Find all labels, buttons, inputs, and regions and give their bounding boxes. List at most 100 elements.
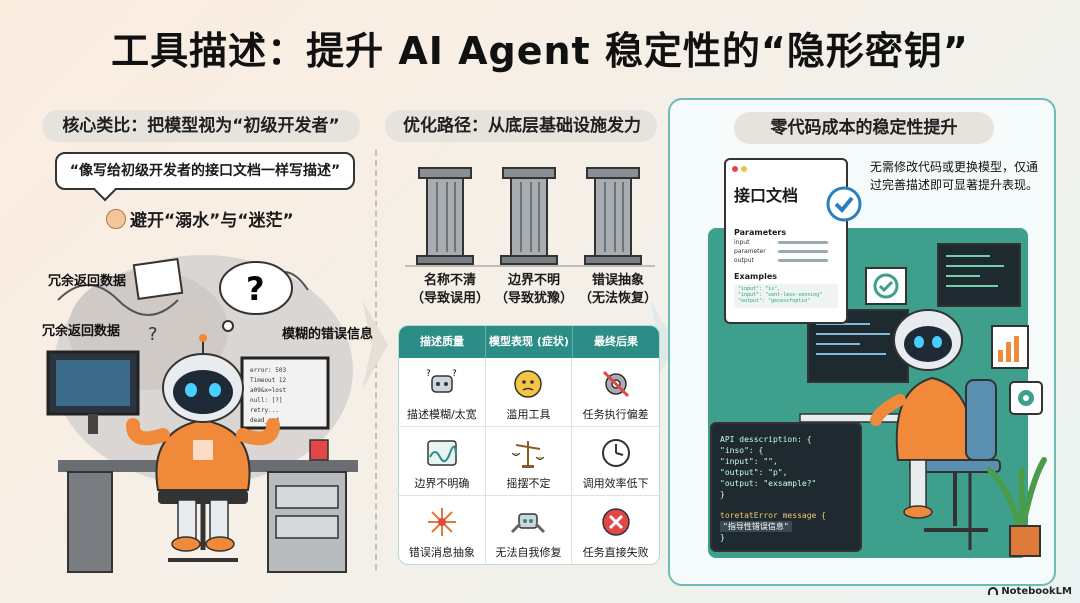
window-dot-icon xyxy=(732,166,738,172)
table-cell: 任务执行偏差 xyxy=(572,358,659,427)
table-cell: 无法自我修复 xyxy=(486,496,573,564)
table-cell: ?? 描述模糊/太宽 xyxy=(399,358,486,427)
table-cell-label: 调用效率低下 xyxy=(582,477,649,490)
pillar-caption-3: 错误抽象 （无法恢复） xyxy=(578,272,658,308)
pillar-caption-line: （导致误用） xyxy=(410,291,489,306)
table-cell-label: 无法自我修复 xyxy=(495,546,562,559)
pillar-caption-2: 边界不明 （导致犹豫） xyxy=(494,272,574,308)
table-header: 描述质量 模型表现 (症状) 最终后果 xyxy=(399,326,659,358)
red-x-icon xyxy=(601,508,630,536)
pillar-caption-1: 名称不清 （导致误用） xyxy=(410,272,490,308)
confused-robot-scene: ? ? ? error: 503 Timeout 12 a09&x=lost n… xyxy=(46,255,358,573)
doc-code-line: "input": "sent-less-sensing" xyxy=(738,292,823,298)
thinking-face-icon xyxy=(514,370,543,398)
doc-code-line: "output": "gecessfoptin" xyxy=(738,298,811,304)
api-description-code: API desscription: { "inso": { "input": "… xyxy=(710,422,862,552)
table-header-cell: 模型表现 (症状) xyxy=(486,326,573,358)
screen-line: null: [?] xyxy=(250,397,283,404)
svg-text:?: ? xyxy=(426,369,431,379)
confused-robot-icon: ?? xyxy=(426,369,457,393)
doc-example-code: "input": "is", "input": "sent-less-sensi… xyxy=(734,284,838,308)
doc-code-line: "input": "is", xyxy=(738,286,781,292)
robot-workspace-scene xyxy=(799,243,1047,557)
brand-watermark: NotebookLM xyxy=(988,586,1072,597)
pillar-icon xyxy=(584,167,642,265)
pillar-caption-line: 边界不明 xyxy=(507,273,560,288)
doc-examples-label: Examples xyxy=(734,272,778,281)
doc-param-row: parameter xyxy=(734,248,846,255)
code-line: } xyxy=(720,490,725,499)
code-line: } xyxy=(720,533,725,542)
window-dot-icon xyxy=(741,166,747,172)
page-title: 工具描述：提升 AI Agent 稳定性的“隐形密钥” xyxy=(111,29,969,73)
brand-text: NotebookLM xyxy=(1001,586,1072,597)
table-cell: 摇摆不定 xyxy=(485,427,573,496)
svg-text:?: ? xyxy=(452,369,457,379)
right-note: 无需修改代码或更换模型，仅通过完善描述即可显著提升表现。 xyxy=(870,160,1039,192)
table-header-cell: 描述质量 xyxy=(399,326,486,358)
code-line: "output": "p", xyxy=(720,468,788,477)
screen-line: Timeout 12 xyxy=(250,377,287,384)
spark-burst-icon xyxy=(427,508,456,536)
pillar-caption-line: （无法恢复） xyxy=(578,291,657,306)
table-cell: 任务直接失败 xyxy=(572,496,659,564)
pillar-icon xyxy=(500,167,558,265)
screen-line: retry... xyxy=(250,407,279,414)
code-line: API desscription: { xyxy=(720,435,812,444)
question-cloud-icon: ? xyxy=(219,261,293,332)
table-cell: 边界不明确 xyxy=(399,427,486,496)
label-vague-error: 模糊的错误信息 xyxy=(282,327,374,342)
quote-bubble: “像写给初级开发者的接口文档一样写描述” xyxy=(55,152,355,190)
table-cell-label: 任务直接失败 xyxy=(582,546,649,559)
table-cell-label: 错误消息抽象 xyxy=(408,546,475,559)
table-cell: 错误消息抽象 xyxy=(399,496,486,564)
guided-error-message: "指导性错误信息" xyxy=(720,521,792,532)
table-cell-label: 摇摆不定 xyxy=(506,477,551,490)
doc-param-name: parameter xyxy=(734,248,766,255)
screen-line: error: 503 xyxy=(250,367,287,374)
table-cell-label: 滥用工具 xyxy=(506,408,551,421)
label-redundant-data-1: 冗余返回数据 xyxy=(48,274,127,289)
doc-param-row: output xyxy=(734,257,846,264)
robot-wrench-icon xyxy=(511,513,546,534)
left-section-pill: 核心类比：把模型视为“初级开发者” xyxy=(42,110,360,142)
symptom-table: 描述质量 模型表现 (症状) 最终后果 ?? 描述模糊/太宽 滥用工具 任务执行… xyxy=(398,325,660,565)
doc-params-label: Parameters xyxy=(734,228,787,237)
avoid-text: 避开“溺水”与“迷茫” xyxy=(130,211,294,231)
screen-line: a09&x=lost xyxy=(250,387,287,394)
arrow-chevron-icon xyxy=(362,300,388,390)
table-cell-label: 描述模糊/太宽 xyxy=(406,408,477,421)
check-badge-icon xyxy=(826,186,862,222)
table-cell: 调用效率低下 xyxy=(572,427,659,496)
pillar-caption-line: 名称不清 xyxy=(423,273,476,288)
balance-scale-icon xyxy=(512,441,545,468)
doc-title: 接口文档 xyxy=(734,186,799,205)
table-body: ?? 描述模糊/太宽 滥用工具 任务执行偏差 边界不明确 摇摆不定 调用效率低下… xyxy=(399,358,659,564)
clock-icon xyxy=(601,439,630,467)
code-line: "inso": { xyxy=(720,446,764,455)
table-header-cell: 最终后果 xyxy=(594,335,638,348)
table-cell-label: 任务执行偏差 xyxy=(582,408,649,421)
right-section-pill: 零代码成本的稳定性提升 xyxy=(734,112,994,144)
middle-section-pill: 优化路径：从底层基础设施发力 xyxy=(385,110,657,142)
label-redundant-data-2: 冗余返回数据 xyxy=(42,324,121,339)
right-panel: 零代码成本的稳定性提升 xyxy=(668,98,1056,586)
doc-param-name: output xyxy=(734,257,754,264)
interface-doc-card: 接口文档 Parameters input parameter output E… xyxy=(724,158,862,324)
pillar-caption-line: （导致犹豫） xyxy=(494,291,573,306)
table-cell-label: 边界不明确 xyxy=(414,477,470,490)
avoid-caption: 避开“溺水”与“迷茫” xyxy=(106,206,294,231)
code-line: "input": "", xyxy=(720,457,778,466)
screen-line: dead_end xyxy=(250,417,279,424)
three-pillars xyxy=(405,167,655,267)
svg-text:?: ? xyxy=(148,324,158,345)
pillar-caption-line: 错误抽象 xyxy=(591,273,644,288)
notebooklm-logo-icon xyxy=(988,587,999,595)
svg-text:?: ? xyxy=(246,270,265,308)
pillar-icon xyxy=(416,167,474,265)
gear-broken-icon xyxy=(602,370,629,398)
table-cell: 滥用工具 xyxy=(485,358,573,427)
person-shrug-icon xyxy=(106,209,126,229)
wave-chart-icon xyxy=(427,440,457,466)
code-line: toretatError message { xyxy=(720,511,826,520)
